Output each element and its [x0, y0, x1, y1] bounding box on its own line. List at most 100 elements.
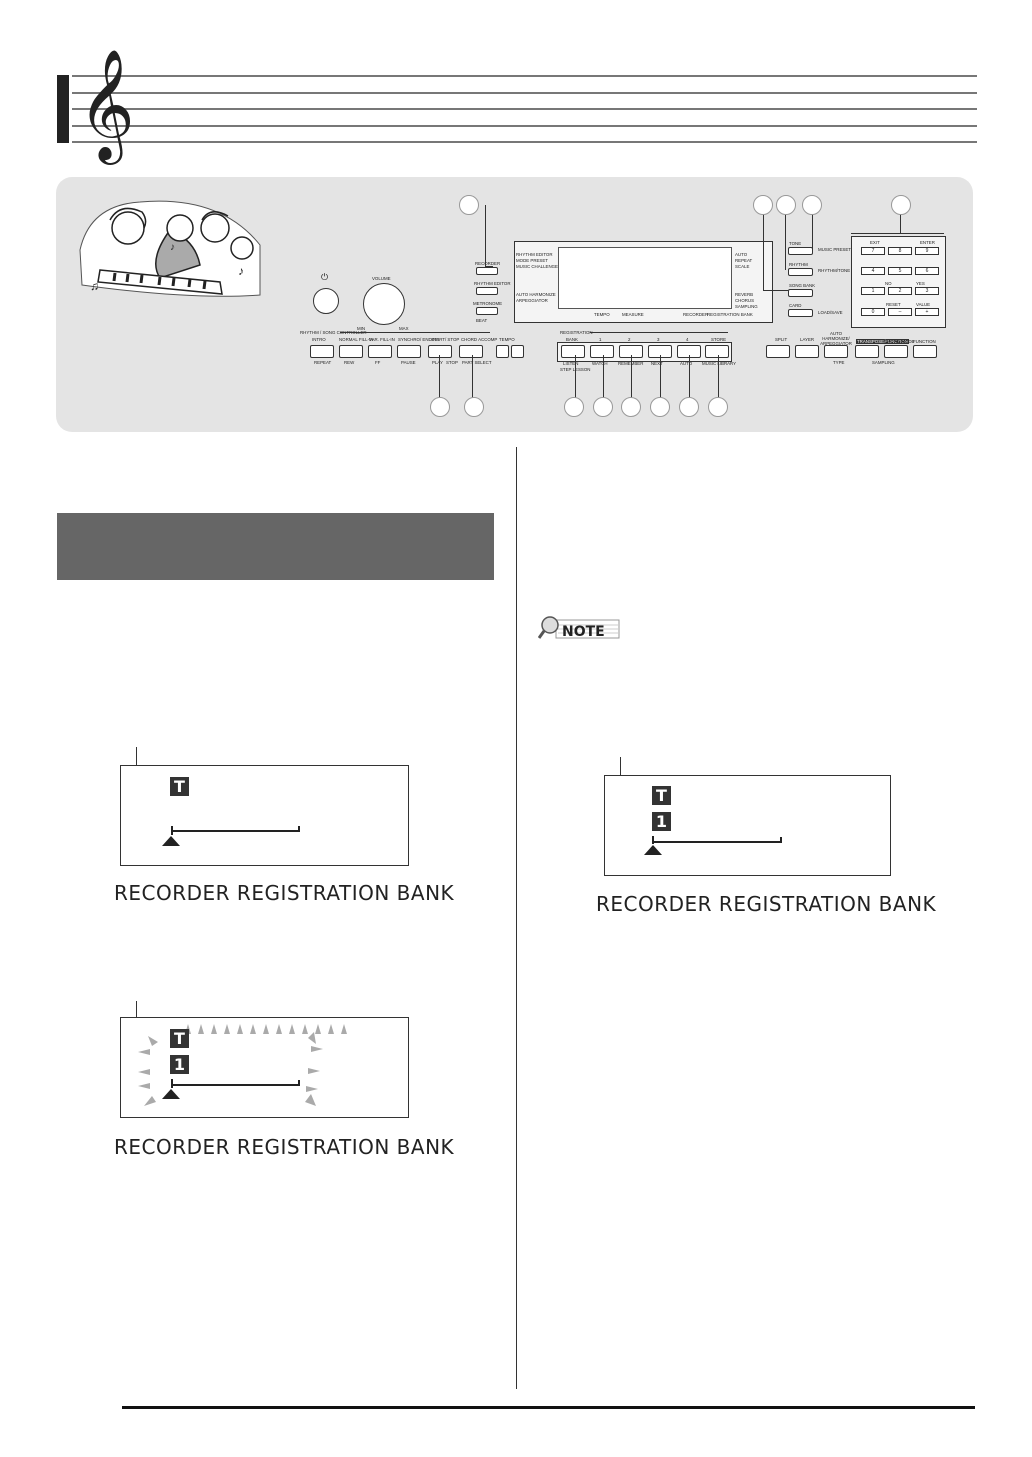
- callout-marker: [679, 397, 699, 417]
- callout-marker: [891, 195, 911, 215]
- lcd-label: MEASURE: [622, 312, 644, 317]
- layer-label: LAYER: [800, 337, 815, 342]
- rhythm-button[interactable]: [788, 268, 813, 276]
- synchro-ending-button[interactable]: [397, 345, 421, 358]
- tempo-down-button[interactable]: [496, 345, 509, 358]
- song-bank-button[interactable]: [788, 289, 813, 297]
- section-heading-bar: [57, 513, 494, 580]
- note-magnifier-icon: [538, 616, 620, 639]
- registration-1-button[interactable]: [590, 345, 614, 358]
- numpad-key[interactable]: 4: [861, 267, 885, 275]
- display-caption: RECORDER REGISTRATION BANK: [114, 881, 455, 905]
- bank-button[interactable]: [561, 345, 585, 358]
- rhythm-editor-label: RHYTHM EDITOR: [474, 281, 511, 286]
- registration-button-label: 2: [628, 337, 631, 342]
- numpad-key[interactable]: 0: [861, 308, 885, 316]
- callout-leader: [763, 205, 764, 290]
- song-bank-label: SONG BANK: [789, 283, 816, 288]
- layer-button[interactable]: [795, 345, 819, 358]
- yes-label: YES: [916, 281, 925, 286]
- controller-sub-label: PART SELECT: [462, 360, 492, 365]
- numpad-key[interactable]: 2: [888, 287, 912, 295]
- lesson-label: MUSIC LIBRARY: [702, 361, 737, 366]
- callout-leader: [812, 205, 813, 249]
- tempo-up-button[interactable]: [511, 345, 524, 358]
- lcd-label: AUTO: [735, 252, 748, 257]
- normal-fill-in-button[interactable]: [339, 345, 363, 358]
- start-stop-button[interactable]: [428, 345, 452, 358]
- numpad-key[interactable]: 8: [888, 247, 912, 255]
- function-label: FUNCTION: [913, 339, 936, 344]
- callout-marker: [593, 397, 613, 417]
- track-1-icon: 1: [652, 812, 671, 831]
- note-label: NOTE: [562, 624, 605, 640]
- callout-leader: [485, 266, 493, 267]
- numpad-key[interactable]: 7: [861, 247, 885, 255]
- sampling-label: SAMPLING: [872, 360, 895, 365]
- metronome-button[interactable]: [476, 307, 498, 315]
- tone-label: TONE: [789, 241, 802, 246]
- callout-leader: [900, 205, 901, 233]
- recorder-button[interactable]: [476, 267, 498, 275]
- callout-leader: [575, 355, 576, 399]
- controller-sub-label: PAUSE: [401, 360, 416, 365]
- music-preset-label: MUSIC PRESET: [818, 247, 851, 252]
- lesson-label: NEXT: [651, 361, 663, 366]
- staff-line: [72, 141, 977, 143]
- bar-tick: [652, 836, 654, 844]
- controller-sub-label: PLAY: [432, 360, 443, 365]
- numpad-key[interactable]: –: [888, 308, 912, 316]
- display-caption: RECORDER REGISTRATION BANK: [596, 892, 937, 916]
- keyboard-lcd-screen: [558, 247, 732, 309]
- callout-leader: [718, 355, 719, 399]
- svg-text:♫: ♫: [90, 279, 99, 293]
- lcd-label: RHYTHM EDITOR: [516, 252, 553, 257]
- transpose-button[interactable]: [855, 345, 879, 358]
- store-button[interactable]: [705, 345, 729, 358]
- volume-knob[interactable]: [363, 283, 405, 325]
- accomp-on-off-button[interactable]: [459, 345, 483, 358]
- enter-label: ENTER: [920, 240, 935, 245]
- tone-button[interactable]: [788, 247, 813, 255]
- controller-label: SYNCHRO/ ENDING: [398, 337, 440, 342]
- load-save-label: LOAD/SAVE: [818, 310, 843, 315]
- metronome-label: METRONOME: [473, 301, 503, 306]
- card-button[interactable]: [788, 309, 813, 317]
- function-button[interactable]: [913, 345, 937, 358]
- chord-mode-button[interactable]: [884, 345, 908, 358]
- rhythm-tone-from-label: RHYTHM/TONE FROM: [818, 268, 865, 273]
- auto-harmonize-button[interactable]: [824, 345, 848, 358]
- numpad-key[interactable]: 9: [915, 247, 939, 255]
- intro-button[interactable]: [310, 345, 334, 358]
- power-icon: ⏻: [321, 272, 329, 282]
- lcd-label: RECORDER: [683, 312, 709, 317]
- callout-leader: [689, 355, 690, 399]
- staff-line: [72, 75, 977, 77]
- lcd-label: REVERB: [735, 292, 754, 297]
- callout-marker: [650, 397, 670, 417]
- lcd-label: CHORUS: [735, 298, 755, 303]
- lesson-label: REMEMBER: [618, 361, 643, 366]
- exit-label: EXIT: [870, 240, 880, 245]
- divider-line: [590, 332, 728, 333]
- split-button[interactable]: [766, 345, 790, 358]
- lcd-label: SAMPLING: [735, 304, 758, 309]
- staff-line: [72, 108, 977, 110]
- controller-sub-label: FF: [375, 360, 381, 365]
- callout-leader: [603, 355, 604, 399]
- numpad-key[interactable]: 5: [888, 267, 912, 275]
- numpad-key[interactable]: 1: [861, 287, 885, 295]
- bar-tick: [171, 1079, 173, 1088]
- numpad-key[interactable]: 6: [915, 267, 939, 275]
- recorder-label: RECORDER: [475, 261, 501, 266]
- power-button[interactable]: [313, 288, 339, 314]
- lcd-label: REGISTRATION BANK: [707, 312, 753, 317]
- lcd-display-1: [120, 765, 409, 866]
- numpad-key[interactable]: 3: [915, 287, 939, 295]
- numpad-key[interactable]: +: [915, 308, 939, 316]
- variation-fill-in-button[interactable]: [368, 345, 392, 358]
- staff-line: [72, 92, 977, 94]
- lesson-label: WATCH: [592, 361, 608, 366]
- rhythm-editor-button[interactable]: [476, 287, 498, 295]
- value-label: VALUE: [916, 302, 931, 307]
